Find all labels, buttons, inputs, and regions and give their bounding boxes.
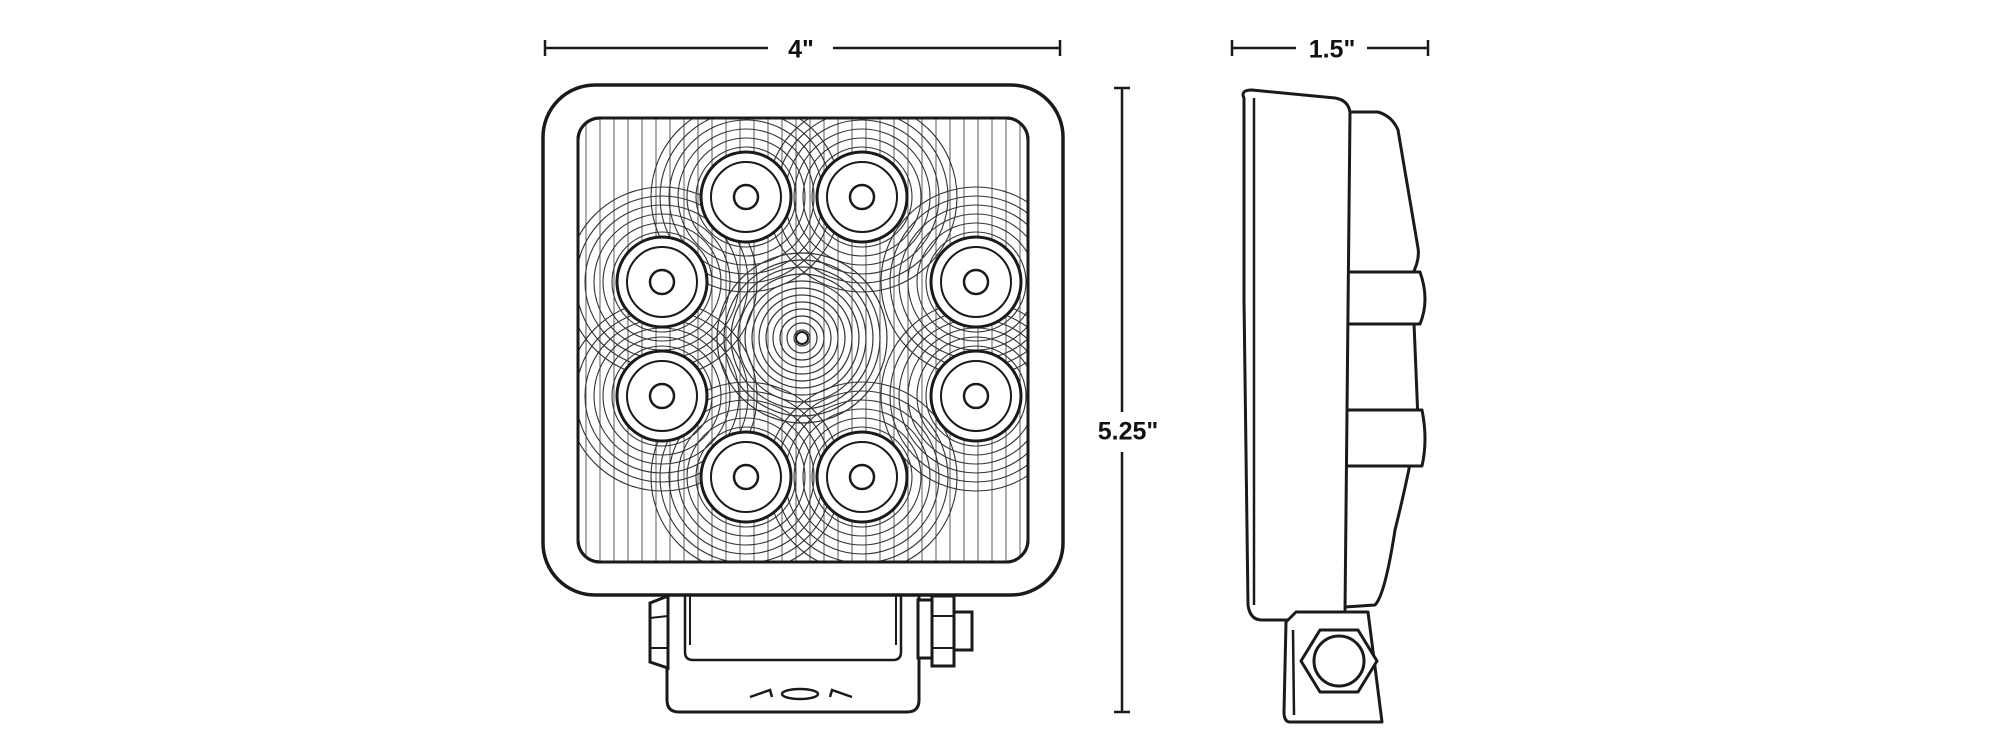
led-reflector-ring [940, 360, 1012, 432]
side-housing [1241, 88, 1427, 724]
center-optic-ring [786, 322, 818, 354]
led-reflector-ring [826, 441, 898, 513]
center-optic-ring [744, 280, 860, 396]
led-chip [732, 463, 760, 491]
led-chip [648, 382, 676, 410]
led-reflector [699, 150, 793, 244]
width-dimension [543, 40, 1062, 56]
center-optic-ring [779, 315, 825, 361]
led-chip [962, 382, 990, 410]
lens-texture-ring [916, 222, 1028, 342]
led-reflector [815, 150, 909, 244]
lens-texture-ring [811, 426, 913, 528]
led-reflector [929, 349, 1023, 443]
lens-texture-ring [611, 231, 713, 333]
center-optic-ring [723, 259, 881, 417]
lens-texture-ring [802, 137, 922, 257]
led-reflector-ring [626, 360, 698, 432]
side-view: 1.5" [1230, 36, 1430, 724]
lens-texture-ring [695, 146, 797, 248]
led-reflector [699, 430, 793, 524]
led-reflectors [615, 150, 1023, 524]
lens-texture-ring [793, 128, 931, 266]
led-chip [732, 183, 760, 211]
lens-texture-ring [925, 231, 1027, 333]
center-optic-ring [716, 252, 888, 424]
center-optic-ring [793, 329, 811, 347]
center-optic-ring [737, 273, 867, 403]
lens-texture-ring [793, 408, 931, 546]
led-reflector-ring [626, 246, 698, 318]
center-optic-ring [758, 294, 846, 382]
front-view: 4" [541, 36, 1065, 714]
depth-dimension [1230, 40, 1430, 56]
center-optic-dot [795, 331, 809, 345]
lens-texture-ring [602, 336, 722, 456]
led-chip [848, 183, 876, 211]
height-dimension [1114, 86, 1130, 714]
width-label: 4" [788, 36, 814, 64]
front-mounting-bracket [648, 586, 974, 714]
center-optic-ring [751, 287, 853, 389]
depth-label: 1.5" [1309, 36, 1356, 64]
led-reflector-ring [710, 441, 782, 513]
led-reflector-ring [710, 161, 782, 233]
height-label: 5.25" [1098, 418, 1159, 446]
lens-texture-ring [677, 408, 815, 546]
center-optic-ring [765, 301, 839, 375]
lens-texture-ring [811, 146, 913, 248]
lens-texture-ring [611, 345, 713, 447]
led-reflector-ring [940, 246, 1012, 318]
center-optic-ring [730, 266, 874, 410]
lens-texture-ring [802, 417, 922, 537]
lens-texture-ring [925, 345, 1027, 447]
led-chip [962, 268, 990, 296]
led-reflector-ring [826, 161, 898, 233]
led-chip [648, 268, 676, 296]
lens-texture-ring [916, 336, 1028, 456]
led-reflector [615, 235, 709, 329]
lens-texture-ring [695, 426, 797, 528]
lens-texture-ring [602, 222, 722, 342]
center-optic-ring [772, 308, 832, 368]
lens-texture-ring [686, 137, 806, 257]
led-reflector [929, 235, 1023, 329]
led-reflector [815, 430, 909, 524]
led-reflector [615, 349, 709, 443]
lens-texture-ring [686, 417, 806, 537]
led-chip [848, 463, 876, 491]
